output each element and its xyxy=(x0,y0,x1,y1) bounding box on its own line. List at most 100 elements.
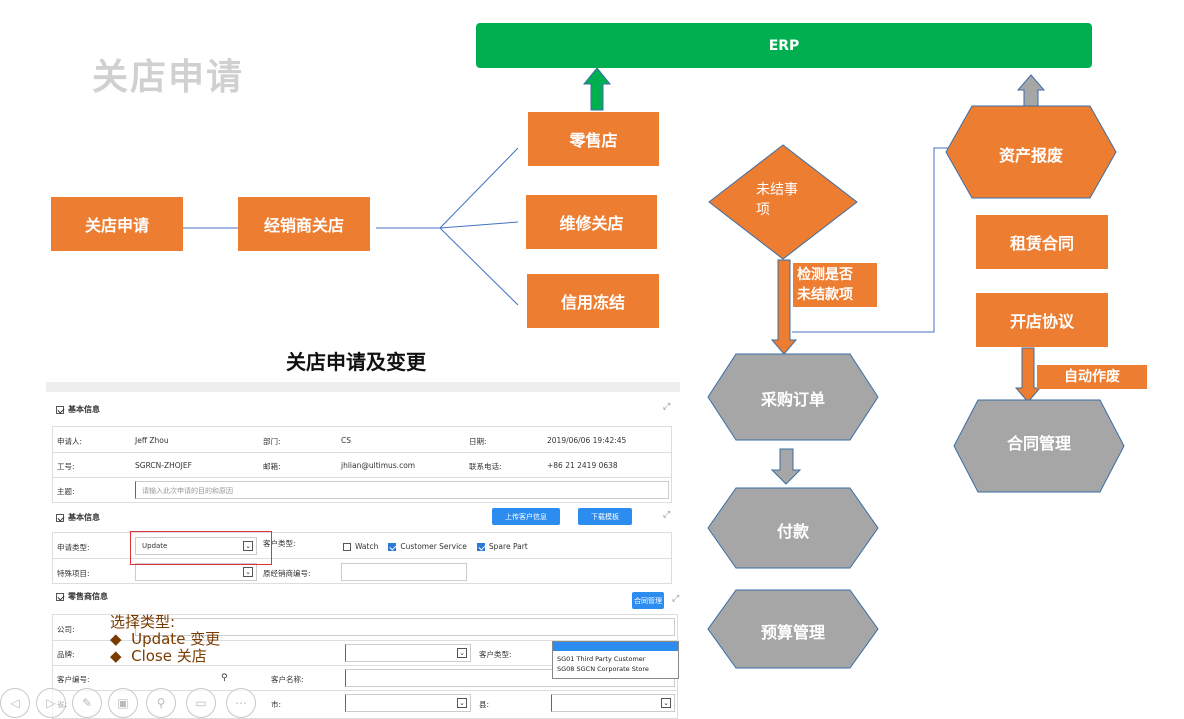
label-city: 市: xyxy=(271,700,282,709)
apply-type-select[interactable]: Update ⌄ xyxy=(135,537,257,555)
up-arrow-green xyxy=(582,67,612,111)
download-template-button[interactable]: 下载模板 xyxy=(578,508,632,525)
connector-line xyxy=(439,221,519,229)
label-county: 县: xyxy=(479,700,490,709)
search-icon[interactable]: ⚲ xyxy=(221,673,228,683)
connector-line xyxy=(439,227,519,306)
label-email: 邮箱: xyxy=(263,462,281,471)
contract-mgmt-button[interactable]: 合同管理 xyxy=(632,592,664,609)
value-email: jhlian@ultimus.com xyxy=(341,461,416,470)
checkbox-icon xyxy=(56,405,64,414)
subject-input[interactable]: 请输入此次申请的目的和原因 xyxy=(135,481,669,499)
company-select[interactable] xyxy=(135,618,675,636)
section-basic-info-label: 基本信息 xyxy=(68,405,100,414)
auto-void-label: 自动作废 xyxy=(1037,365,1147,389)
label-employee-id: 工号: xyxy=(57,462,75,471)
customer-type-dropdown[interactable]: SG01 Third Party Customer SG08 SGCN Corp… xyxy=(552,641,679,679)
section-subtitle: 关店申请及变更 xyxy=(286,350,426,374)
value-employee-id: SGRCN-ZHOJEF xyxy=(135,461,192,470)
dropdown-selected-row[interactable] xyxy=(553,642,678,651)
form-screenshot: 基本信息 ⤢ 申请人: Jeff Zhou 部门: CS 日期: 2019/06… xyxy=(46,382,680,719)
slide-title: 关店申请 xyxy=(92,57,245,98)
city-select[interactable]: ⌄ xyxy=(345,694,471,712)
value-dept: CS xyxy=(341,436,351,445)
chevron-down-icon: ⌄ xyxy=(243,541,253,551)
checkbox-icon xyxy=(56,513,64,522)
hex-contract-mgmt xyxy=(953,399,1125,493)
diamond-label-line1: 未结事 xyxy=(756,182,798,198)
value-applicant: Jeff Zhou xyxy=(135,436,169,445)
box-credit-freeze: 信用冻结 xyxy=(527,274,659,328)
callout-line3-text: Close 关店 xyxy=(131,647,207,665)
up-arrow-grey xyxy=(1016,74,1046,107)
box-lease-contract: 租赁合同 xyxy=(976,215,1108,269)
decision-diamond xyxy=(708,144,858,260)
customer-service-checkbox[interactable] xyxy=(388,542,397,551)
label-customer-no: 客户编号: xyxy=(57,675,90,684)
check-label-line2: 未结款项 xyxy=(797,287,853,303)
hex-payment xyxy=(707,487,879,569)
value-date: 2019/06/06 19:42:45 xyxy=(547,436,627,445)
label-subject: 主题: xyxy=(57,487,75,496)
box-dealer-close: 经销商关店 xyxy=(238,197,370,251)
label-orig-dealer: 原经销商编号: xyxy=(263,569,311,578)
box-close-request: 关店申请 xyxy=(51,197,183,251)
label-applicant: 申请人: xyxy=(57,437,83,446)
expand-icon[interactable]: ⤢ xyxy=(672,594,680,604)
hex-contract-mgmt-label: 合同管理 xyxy=(1006,434,1071,453)
zoom-icon[interactable]: ⚲ xyxy=(146,688,176,718)
connector-line xyxy=(439,147,519,229)
upload-customer-button[interactable]: 上传客户信息 xyxy=(492,508,560,525)
customer-type-options: Watch Customer Service Spare Part xyxy=(343,542,528,551)
label-company: 公司: xyxy=(57,625,75,634)
chevron-down-icon: ⌄ xyxy=(457,648,467,658)
brand-select[interactable]: ⌄ xyxy=(345,644,471,662)
dropdown-options: SG01 Third Party Customer SG08 SGCN Corp… xyxy=(553,651,678,674)
checkbox-icon xyxy=(56,592,64,601)
label-customer-type: 客户类型: xyxy=(263,539,296,548)
county-select[interactable]: ⌄ xyxy=(551,694,675,712)
slides-icon[interactable]: ▣ xyxy=(108,688,138,718)
callout-line3: ◆ Close 关店 xyxy=(110,648,220,665)
subtitle-icon[interactable]: ▭ xyxy=(186,688,216,718)
orig-dealer-input[interactable] xyxy=(341,563,467,581)
form-topbar xyxy=(46,382,680,392)
box-open-agreement: 开店协议 xyxy=(976,293,1108,347)
dropdown-option[interactable]: SG01 Third Party Customer xyxy=(557,655,646,663)
watch-checkbox[interactable] xyxy=(343,542,351,551)
hex-payment-label: 付款 xyxy=(776,522,809,541)
expand-icon[interactable]: ⤢ xyxy=(663,510,671,520)
box-retail-store: 零售店 xyxy=(528,112,659,166)
label-customer-name: 客户名称: xyxy=(271,675,304,684)
chevron-down-icon: ⌄ xyxy=(661,698,671,708)
value-phone: +86 21 2419 0638 xyxy=(547,461,618,470)
dropdown-option[interactable]: SG08 SGCN Corporate Store xyxy=(557,665,649,673)
callout-text: 选择类型: ◆ Update 变更 ◆ Close 关店 xyxy=(110,614,220,665)
special-project-select[interactable]: ⌄ xyxy=(135,563,257,581)
box-repair-close: 维修关店 xyxy=(526,195,657,249)
section-basic-info: 基本信息 xyxy=(56,404,100,415)
hex-purchase-order xyxy=(707,353,879,441)
prev-icon[interactable]: ◁ xyxy=(0,688,30,718)
hex-asset-scrap-label: 资产报废 xyxy=(998,146,1063,165)
next-icon[interactable]: ▷ xyxy=(36,688,66,718)
expand-icon[interactable]: ⤢ xyxy=(663,402,671,412)
spare-part-checkbox[interactable] xyxy=(476,542,485,551)
hex-budget xyxy=(707,589,879,669)
check-label-line1: 检测是否 xyxy=(797,267,853,283)
pen-icon[interactable]: ✎ xyxy=(72,688,102,718)
more-icon[interactable]: ⋯ xyxy=(226,688,256,718)
label-phone: 联系电话: xyxy=(469,462,502,471)
chevron-down-icon: ⌄ xyxy=(243,567,253,577)
hex-purchase-order-label: 采购订单 xyxy=(760,390,825,409)
callout-line1: 选择类型: xyxy=(110,613,176,631)
highlight-box xyxy=(130,531,272,565)
down-arrow-orange-right xyxy=(1014,347,1042,403)
section-basic-info-2: 基本信息 xyxy=(56,512,100,523)
check-label: 检测是否 未结款项 xyxy=(793,263,877,307)
section-basic-info-2-label: 基本信息 xyxy=(68,513,100,522)
label-apply-type: 申请类型: xyxy=(57,543,90,552)
label-brand: 品牌: xyxy=(57,650,75,659)
retailer-grid: 公司: 品牌: ⌄ 客户类型: 客户编号: ⚲ 客户名称: 省: 市: ⌄ 县:… xyxy=(52,614,678,719)
